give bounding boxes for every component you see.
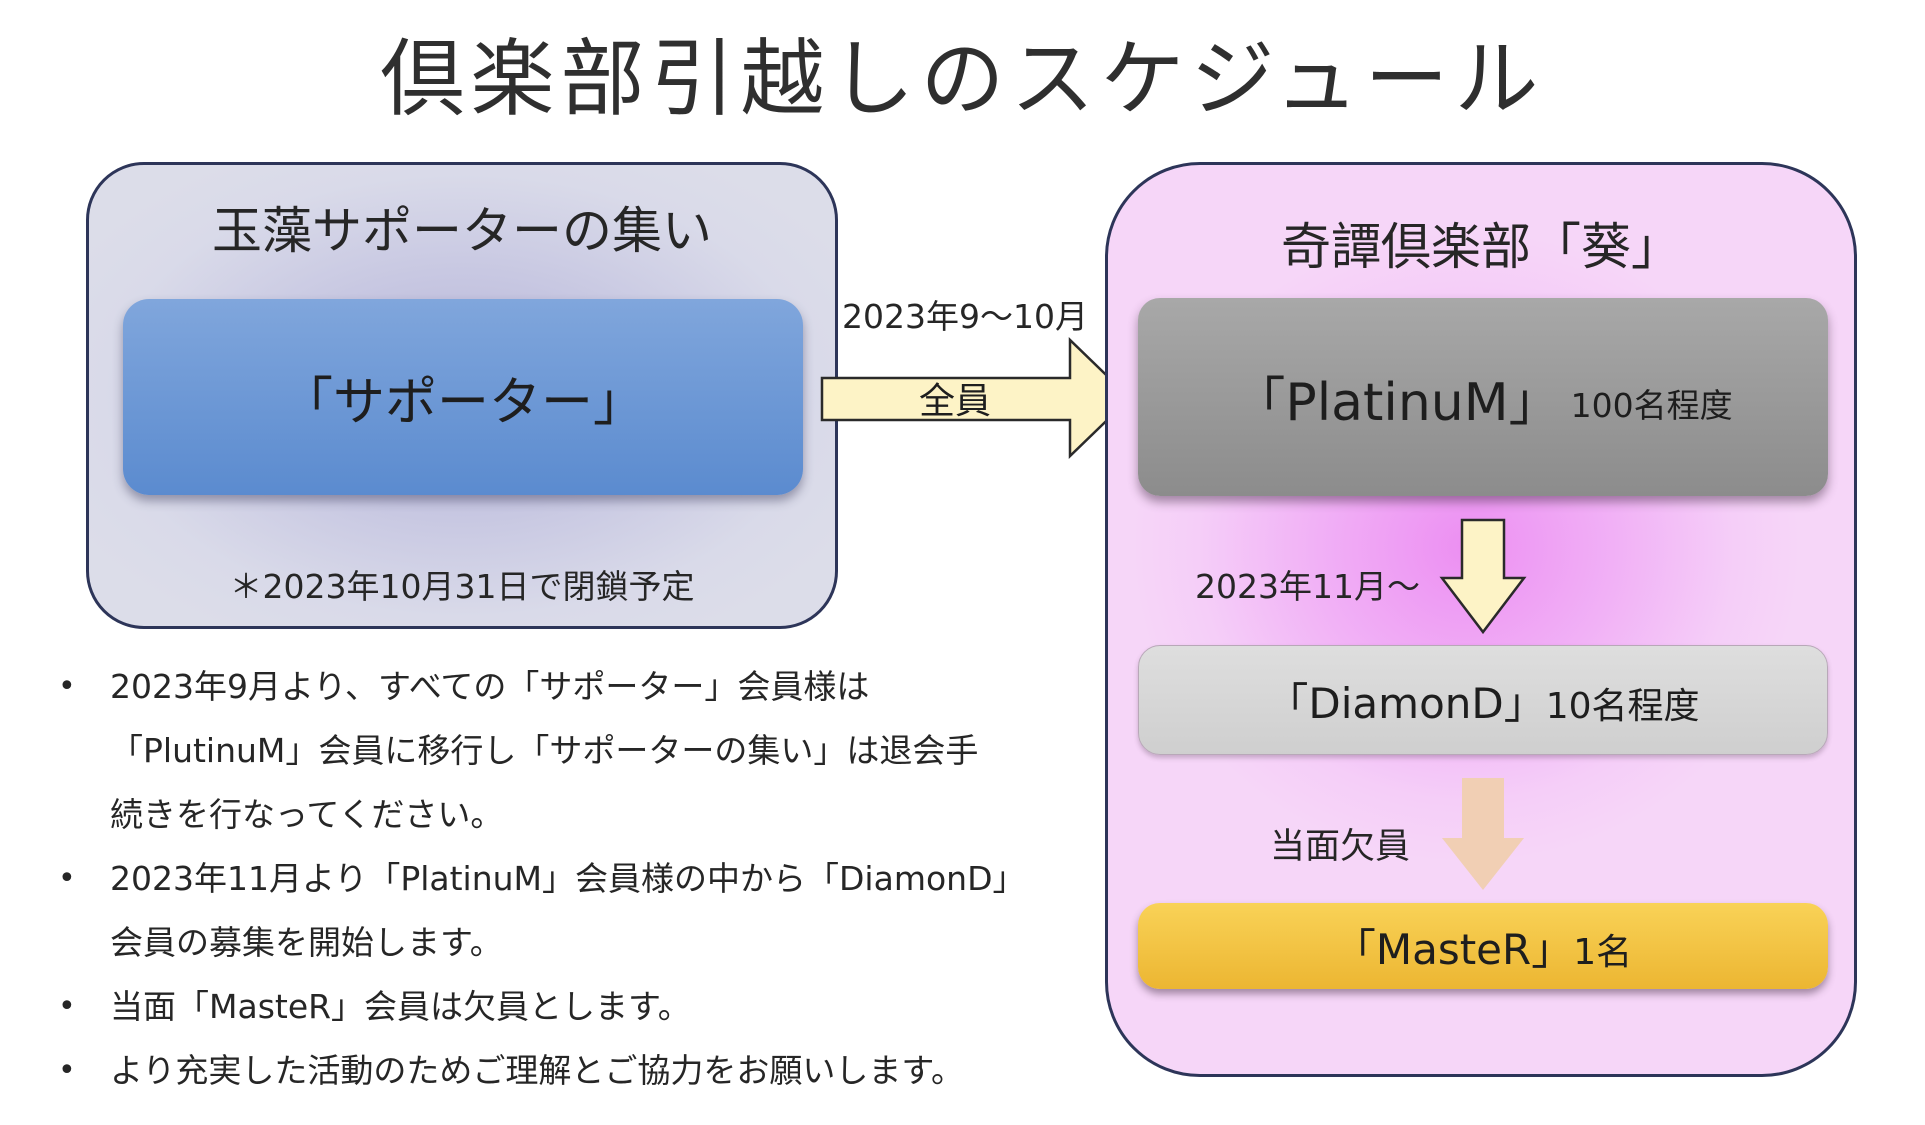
notes-list: • 2023年9月より、すべての「サポーター」会員様は 「PlutinuM」会員… bbox=[52, 655, 1092, 1103]
kitan-club-title: 奇譚倶楽部「葵」 bbox=[1281, 218, 1681, 276]
bullet-icon: • bbox=[58, 1053, 76, 1088]
promotion-arrow-master-shape bbox=[1442, 778, 1524, 890]
note-line: 当面「MasteR」会員は欠員とします。 bbox=[110, 987, 691, 1026]
platinum-tier-box: 「PlatinuM」 100名程度 bbox=[1138, 298, 1828, 496]
transfer-period-label: 2023年9〜10月 bbox=[842, 297, 1088, 336]
note-item: • 2023年11月より「PlatinuM」会員様の中から「DiamonD」 会… bbox=[52, 847, 1092, 975]
platinum-tier-count: 100名程度 bbox=[1570, 386, 1733, 425]
note-item: • より充実した活動のためご理解とご協力をお願いします。 bbox=[52, 1039, 1092, 1103]
note-line: 2023年11月より「PlatinuM」会員様の中から「DiamonD」 bbox=[110, 859, 1026, 898]
supporter-club-title: 玉藻サポーターの集い bbox=[212, 202, 712, 260]
transfer-arrow bbox=[820, 337, 1132, 459]
kitan-club-panel: 奇譚倶楽部「葵」 「PlatinuM」 100名程度 「DiamonD」 10名… bbox=[1105, 162, 1857, 1077]
note-line: 続きを行なってください。 bbox=[110, 795, 504, 834]
closing-note: ＊2023年10月31日で閉鎖予定 bbox=[229, 567, 695, 606]
bullet-icon: • bbox=[58, 861, 76, 896]
page-title: 倶楽部引越しのスケジュール bbox=[380, 30, 1545, 128]
master-tier-box: 「MasteR」 1名 bbox=[1138, 903, 1828, 989]
diamond-tier-name: 「DiamonD」 bbox=[1266, 678, 1546, 728]
supporter-club-panel: 玉藻サポーターの集い 「サポーター」 ＊2023年10月31日で閉鎖予定 bbox=[86, 162, 838, 629]
platinum-tier-name: 「PlatinuM」 bbox=[1233, 372, 1561, 433]
master-tier-count: 1名 bbox=[1573, 932, 1633, 973]
note-line: 「PlutinuM」会員に移行し「サポーターの集い」は退会手 bbox=[110, 731, 979, 770]
promotion-arrow-master bbox=[1442, 778, 1524, 890]
promotion-arrow-diamond-shape bbox=[1439, 518, 1527, 635]
diamond-tier-count: 10名程度 bbox=[1545, 686, 1700, 727]
note-item: • 2023年9月より、すべての「サポーター」会員様は 「PlutinuM」会員… bbox=[52, 655, 1092, 847]
master-tier-name: 「MasteR」 bbox=[1333, 924, 1574, 974]
supporter-tier-label: 「サポーター」 bbox=[280, 372, 645, 433]
diamond-start-label: 2023年11月〜 bbox=[1195, 567, 1420, 606]
supporter-tier-box: 「サポーター」 bbox=[123, 299, 803, 495]
note-item: • 当面「MasteR」会員は欠員とします。 bbox=[52, 975, 1092, 1039]
diamond-tier-box: 「DiamonD」 10名程度 bbox=[1138, 645, 1828, 755]
bullet-icon: • bbox=[58, 989, 76, 1024]
transfer-arrow-label: 全員 bbox=[918, 381, 991, 422]
note-line: 会員の募集を開始します。 bbox=[110, 923, 503, 962]
note-line: 2023年9月より、すべての「サポーター」会員様は bbox=[110, 667, 870, 706]
note-line: より充実した活動のためご理解とご協力をお願いします。 bbox=[110, 1051, 965, 1090]
master-vacant-label: 当面欠員 bbox=[1270, 827, 1411, 867]
transfer-arrow-shape bbox=[820, 337, 1132, 459]
promotion-arrow-diamond bbox=[1439, 518, 1527, 635]
bullet-icon: • bbox=[58, 669, 76, 704]
